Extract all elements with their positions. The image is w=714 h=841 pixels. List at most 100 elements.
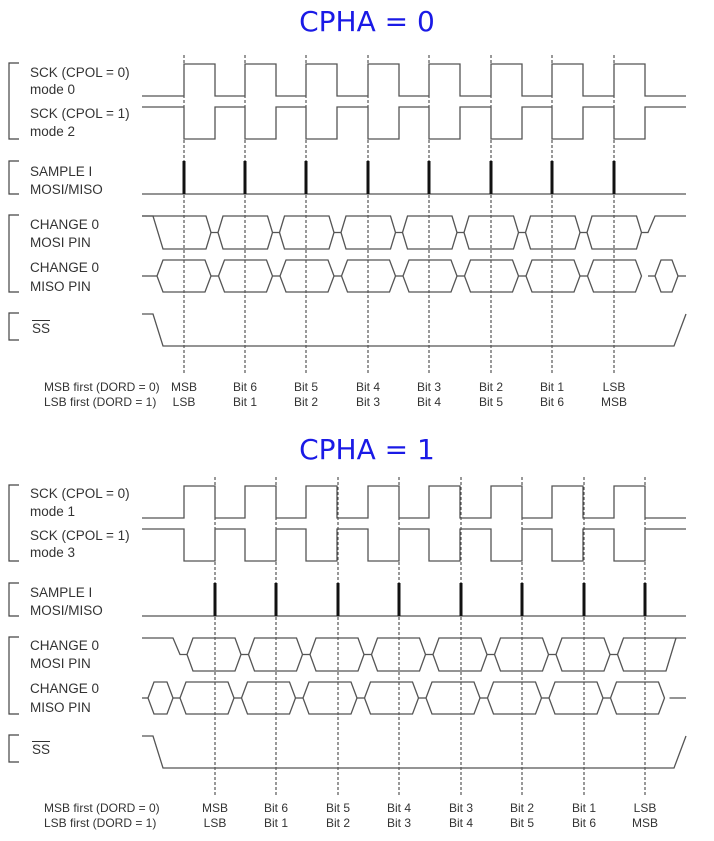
label-sck-cpol1: SCK (CPOL = 1) (30, 528, 130, 543)
bit-label: Bit 4 (448, 816, 473, 830)
bit-label: Bit 5 (293, 380, 318, 394)
sck-cpol0-wave (142, 485, 686, 519)
bit-label: Bit 6 (571, 816, 596, 830)
bit-label: Bit 1 (571, 801, 596, 815)
miso-bit (363, 681, 420, 715)
bit-label: LSB (203, 816, 227, 830)
label-change-miso: CHANGE 0 (30, 681, 100, 696)
miso-head (147, 681, 174, 715)
mosi-start (142, 637, 187, 656)
label-mosi-pin: MOSI PIN (30, 656, 91, 671)
bit-label: Bit 3 (386, 816, 411, 830)
bit-label: Bit 1 (263, 816, 288, 830)
label-lsb-first: LSB first (DORD = 1) (44, 395, 157, 409)
mosi-last-bottom (616, 637, 677, 672)
sample-bracket (8, 160, 19, 195)
bit-label: Bit 4 (416, 395, 441, 409)
miso-bit (425, 681, 481, 715)
mosi-bit (524, 215, 581, 250)
label-sample: SAMPLE I (30, 585, 93, 600)
bit-label: Bit 3 (416, 380, 441, 394)
miso-bit (179, 681, 235, 715)
label-change-mosi: CHANGE 0 (30, 217, 100, 232)
bit-label: Bit 4 (355, 380, 380, 394)
label-change-miso: CHANGE 0 (30, 260, 100, 275)
label-miso-pin: MISO PIN (30, 279, 91, 294)
label-sample: SAMPLE I (30, 164, 93, 179)
ss-wave (142, 313, 687, 347)
bit-label: MSB (201, 801, 228, 815)
cpha0-title: CPHA = 0 (299, 5, 435, 38)
label-sck-cpol1: SCK (CPOL = 1) (30, 106, 130, 121)
sck-bracket (8, 484, 19, 562)
bit-label: Bit 5 (478, 395, 503, 409)
change-bracket (8, 636, 19, 715)
mosi-bit (278, 215, 335, 250)
bit-label: Bit 4 (386, 801, 411, 815)
bit-label: MSB (600, 395, 627, 409)
mosi-last-top (616, 637, 686, 655)
bit-label: Bit 2 (293, 395, 318, 409)
miso-bit (302, 681, 358, 715)
ss-bracket (8, 312, 19, 341)
bit-label: Bit 6 (263, 801, 288, 815)
bit-label: Bit 3 (448, 801, 473, 815)
label-change-mosi: CHANGE 0 (30, 638, 100, 653)
label-mosi-miso: MOSI/MISO (30, 603, 103, 618)
bit-label: Bit 2 (325, 816, 350, 830)
label-sck-cpol0: SCK (CPOL = 0) (30, 486, 130, 501)
label-miso-pin: MISO PIN (30, 700, 91, 715)
miso-bit (609, 681, 666, 715)
label-mosi-miso: MOSI/MISO (30, 182, 103, 197)
miso-bit (240, 681, 297, 715)
bit-label: Bit 3 (355, 395, 380, 409)
label-mode1: mode 1 (30, 504, 76, 519)
bit-label: LSB (633, 801, 657, 815)
ss-wave (142, 735, 687, 769)
sck-cpol1-wave (142, 528, 686, 562)
sck-cpol0-wave (142, 63, 686, 97)
bit-label: Bit 2 (478, 380, 503, 394)
mosi-bit (401, 215, 458, 250)
bit-label: MSB (170, 380, 197, 394)
sck-cpol1-wave (142, 106, 686, 140)
bit-label: LSB (172, 395, 196, 409)
miso-tail (654, 259, 679, 293)
bit-label: Bit 2 (509, 801, 534, 815)
sck-bracket (8, 62, 19, 140)
bit-label: MSB (631, 816, 658, 830)
label-ss: SS (32, 742, 51, 757)
label-mode0: mode 0 (30, 82, 76, 97)
miso-bit (402, 259, 458, 293)
miso-bit (486, 681, 543, 715)
label-msb-first: MSB first (DORD = 0) (44, 801, 160, 815)
change-bracket (8, 214, 19, 293)
mosi-bit (555, 637, 611, 672)
label-lsb-first: LSB first (DORD = 1) (44, 816, 157, 830)
miso-bit (586, 259, 643, 293)
bit-label: Bit 5 (325, 801, 350, 815)
bit-label: Bit 6 (539, 395, 564, 409)
sample-bracket (8, 582, 19, 617)
label-mosi-pin: MOSI PIN (30, 235, 91, 250)
mosi-bit (309, 637, 365, 672)
label-ss: SS (32, 321, 51, 336)
label-mode2: mode 2 (30, 124, 76, 139)
bit-label: Bit 1 (232, 395, 257, 409)
mosi-end (647, 215, 686, 233)
mosi-first-top (142, 215, 212, 233)
mosi-bit (432, 637, 488, 672)
mosi-first (142, 215, 218, 250)
bit-label: Bit 5 (509, 816, 534, 830)
miso-bit (525, 259, 581, 293)
miso-bit (548, 681, 604, 715)
bit-label: LSB (602, 380, 626, 394)
mosi-bit (186, 637, 242, 672)
ss-bracket (8, 734, 19, 763)
bit-label: Bit 6 (232, 380, 257, 394)
label-msb-first: MSB first (DORD = 0) (44, 380, 160, 394)
label-mode3: mode 3 (30, 545, 76, 560)
miso-bit (279, 259, 335, 293)
label-sck-cpol0: SCK (CPOL = 0) (30, 65, 130, 80)
